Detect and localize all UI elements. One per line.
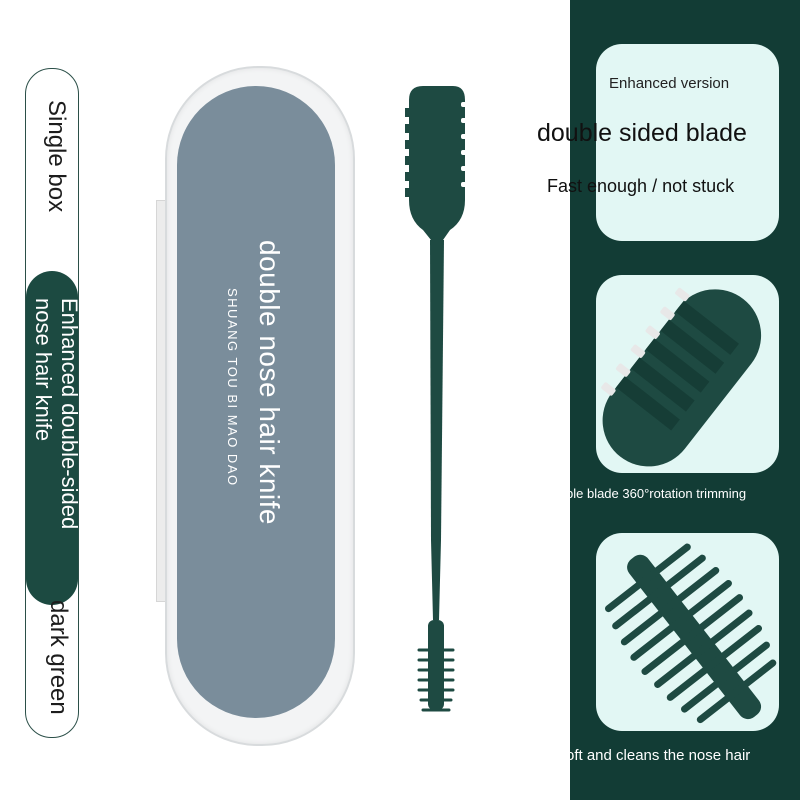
blade-closeup-image — [601, 287, 762, 467]
brush-closeup-image — [605, 543, 777, 724]
product-name-line1: Enhanced double-sided — [57, 298, 82, 530]
enhanced-version-label: Enhanced version — [609, 75, 730, 92]
product-name-line2: nose hair knife — [31, 298, 56, 442]
box-label: Single box — [43, 100, 70, 213]
nose-hair-trimmer-image — [399, 86, 469, 712]
feature-card-headline — [596, 44, 779, 241]
feature-card-brush — [596, 533, 779, 731]
feature-headline: double sided blade — [537, 119, 747, 147]
case-title: double nose hair knife — [254, 240, 285, 525]
variant-label-pill — [25, 68, 79, 738]
color-label: dark green — [45, 600, 72, 715]
case-subtitle: SHUANG TOU BI MAO DAO — [225, 288, 240, 487]
variant-highlight-segment — [26, 271, 78, 605]
blade-caption: ble blade 360°rotation trimming — [566, 486, 747, 501]
storage-case-lid-print — [177, 86, 335, 718]
brush-caption: oft and cleans the nose hair — [566, 747, 751, 764]
feature-card-blade — [596, 275, 779, 473]
feature-tagline: Fast enough / not stuck — [547, 176, 735, 196]
product-name-label: Enhanced double-sided nose hair knife — [30, 298, 82, 529]
